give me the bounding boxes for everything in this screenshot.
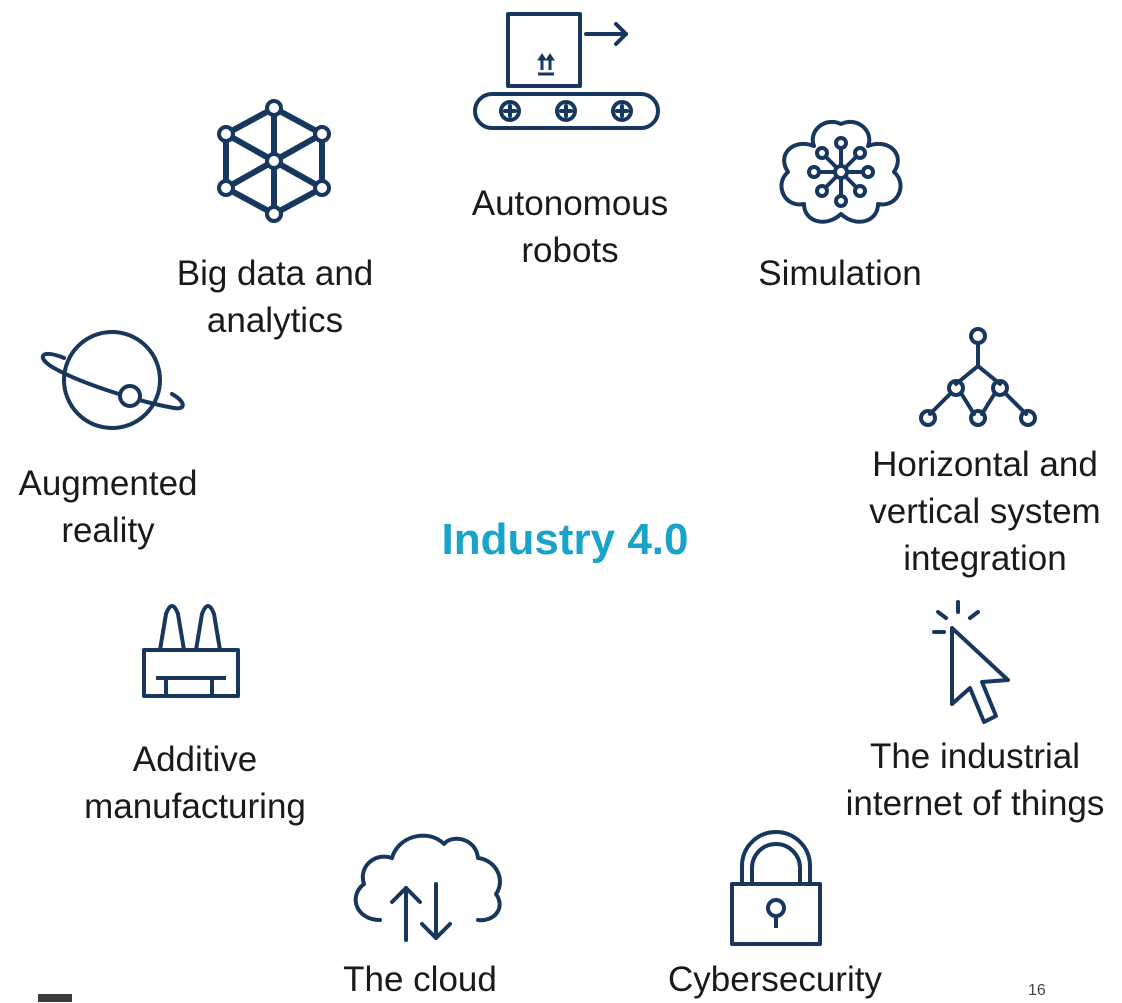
center-title: Industry 4.0 [441, 515, 689, 564]
cloud-sync-icon [353, 833, 502, 942]
hierarchy-tree-icon [919, 327, 1037, 427]
padlock-icon [730, 830, 822, 946]
page-number: 16 [1028, 982, 1046, 999]
cybersecurity-label: Cybersecurity [668, 960, 882, 999]
footer-logo-mark [38, 994, 72, 1002]
conveyor-robot-icon [473, 12, 660, 130]
network-cube-icon [217, 99, 331, 223]
the-cloud-label: The cloud [343, 960, 497, 999]
simulation-flower-icon [779, 120, 903, 224]
planet-orbit-icon [40, 330, 185, 430]
simulation-label: Simulation [758, 254, 922, 293]
factory-icon [142, 604, 240, 698]
cursor-click-icon [932, 600, 1010, 724]
